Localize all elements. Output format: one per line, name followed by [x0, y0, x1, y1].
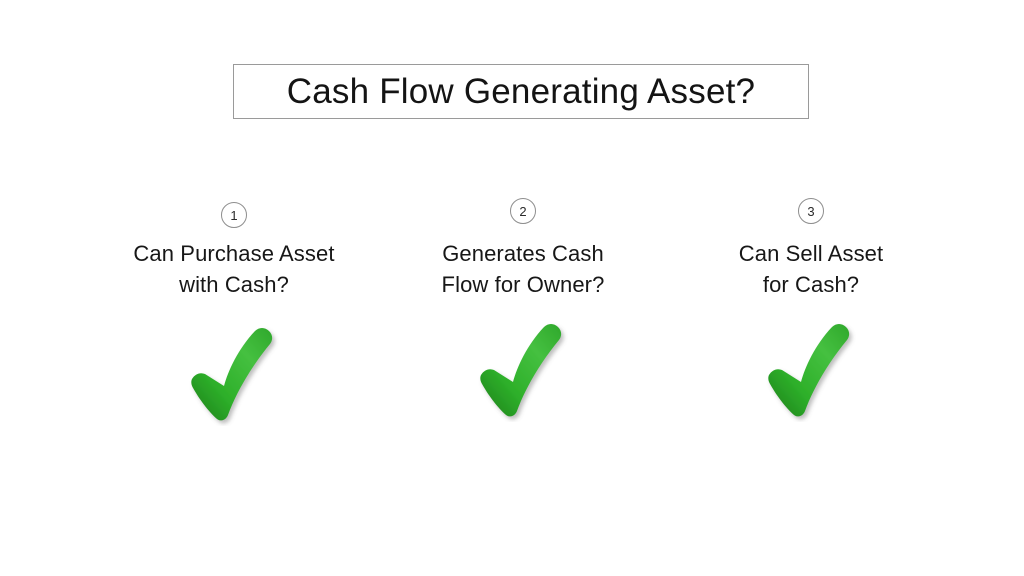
step-label-2: Generates Cash Flow for Owner?	[441, 241, 605, 298]
step-label-1: Can Purchase Asset with Cash?	[133, 241, 335, 298]
step-column-3: 3 Can Sell Asset for Cash?	[666, 192, 956, 422]
step-number-text-1: 1	[230, 207, 238, 223]
green-check-icon-1	[179, 316, 289, 426]
step-number-text-3: 3	[807, 203, 815, 219]
green-check-icon-3	[756, 312, 866, 422]
green-check-icon-2	[468, 312, 578, 422]
step-label-3: Can Sell Asset for Cash?	[738, 241, 884, 298]
title-box: Cash Flow Generating Asset?	[233, 64, 809, 119]
steps-row: 1 Can Purchase Asset with Cash?	[0, 192, 1024, 442]
page-title: Cash Flow Generating Asset?	[286, 72, 756, 111]
step-column-2: 2 Generates Cash Flow for Owner?	[378, 192, 668, 422]
step-column-1: 1 Can Purchase Asset with Cash?	[89, 192, 379, 426]
step-number-badge-2: 2	[510, 198, 536, 224]
step-number-badge-3: 3	[798, 198, 824, 224]
step-number-text-2: 2	[519, 203, 527, 219]
step-number-badge-1: 1	[221, 202, 247, 228]
